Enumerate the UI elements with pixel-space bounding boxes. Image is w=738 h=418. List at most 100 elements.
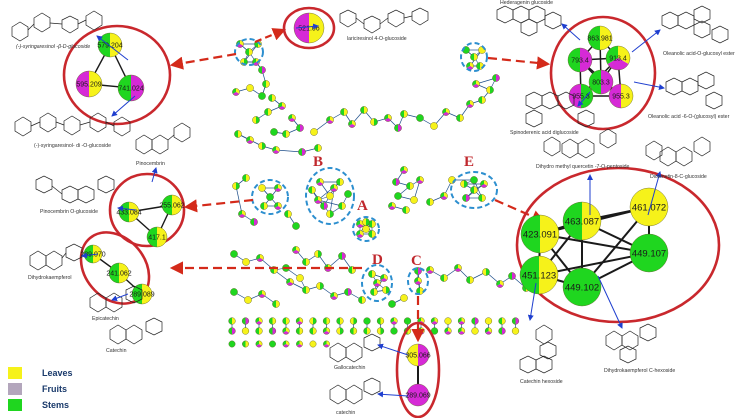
network-node — [296, 340, 303, 348]
label-catechin-d: Catechin — [106, 348, 127, 354]
network-node — [295, 317, 304, 325]
network-node — [316, 178, 324, 186]
network-node — [241, 327, 250, 335]
network-node — [416, 114, 424, 122]
network-node — [314, 144, 322, 152]
structure-gallocatechin — [329, 333, 381, 363]
inset-node-e-3: 423.091 — [520, 214, 560, 254]
network-node — [309, 340, 317, 348]
network-node — [486, 86, 494, 94]
structure-oleanolic-ester — [661, 5, 729, 44]
arrow-to-syringaresinol — [169, 52, 237, 70]
network-node — [498, 317, 506, 325]
network-node — [296, 124, 304, 132]
network-node — [309, 317, 317, 325]
network-node — [268, 327, 277, 335]
network-node — [245, 48, 253, 56]
network-node — [326, 116, 334, 124]
arrow-to-oleanolic — [487, 56, 551, 70]
network-node — [496, 280, 504, 288]
network-node — [296, 274, 304, 282]
inset-node-label: 241.062 — [106, 271, 131, 278]
network-node — [230, 288, 238, 296]
network-node — [262, 80, 270, 88]
inset-node-label: 913.4 — [609, 56, 627, 63]
network-node — [508, 272, 516, 280]
network-node — [338, 202, 346, 210]
network-node — [242, 174, 250, 182]
network-node — [272, 300, 280, 308]
structure-sketches — [11, 5, 729, 405]
network-node — [316, 282, 324, 290]
network-node — [476, 62, 484, 70]
network-node — [466, 276, 474, 284]
network-node — [230, 250, 238, 258]
network-node — [308, 186, 316, 194]
structure-dihydrokaempferol-glc — [605, 323, 657, 364]
label-spinoderienic: Spinoderenic acid diglucoside — [510, 130, 579, 136]
label-syringaresinol-di: (-)-syringaresinol- di -O-glucoside — [34, 143, 111, 149]
cluster-letter-b: B — [313, 154, 323, 170]
network-node — [394, 124, 402, 132]
network-node — [480, 180, 488, 188]
network-node — [326, 210, 334, 218]
network-node — [284, 210, 292, 218]
label-epicatechin: Epicatechin — [92, 316, 119, 322]
network-node — [388, 300, 396, 308]
network-node — [268, 94, 276, 102]
legend-swatch-fruits — [8, 383, 22, 395]
inset-node-oleanolic-1: 863.981 — [587, 25, 613, 51]
network-node — [492, 74, 500, 82]
network-node — [260, 202, 268, 210]
network-node — [255, 317, 263, 325]
network-node — [282, 317, 290, 325]
network-node — [370, 118, 378, 126]
network-node — [232, 88, 240, 96]
network-node — [349, 327, 358, 335]
network-node — [288, 114, 296, 122]
network-node — [400, 110, 408, 118]
inset-node-label: 451.123 — [522, 271, 556, 282]
inset-node-e-5: 451.123 — [519, 255, 559, 295]
network-node — [382, 286, 390, 294]
inset-node-d-2: 241.062 — [106, 262, 132, 284]
network-node — [228, 340, 236, 348]
network-node — [348, 266, 356, 274]
network-node — [330, 184, 338, 192]
network-node — [242, 340, 249, 348]
network-node — [360, 106, 368, 114]
network-node — [444, 317, 452, 325]
inset-node-label: 433.084 — [116, 210, 141, 217]
network-node — [390, 327, 398, 335]
inset-node-label: 955.3 — [612, 94, 630, 101]
network-node — [241, 317, 250, 325]
ellipse-cluster-e — [515, 166, 721, 324]
network-node — [426, 198, 434, 206]
network-node — [266, 193, 274, 201]
network-node — [392, 178, 400, 186]
dashed-circle-cluster-e — [450, 171, 498, 209]
network-node — [344, 288, 352, 296]
network-node — [466, 100, 474, 108]
structure-oleanolic-ester2 — [665, 71, 723, 110]
inset-node-label: 463.087 — [565, 217, 599, 228]
structure-spinoderienic — [525, 91, 595, 128]
network-node — [246, 136, 254, 144]
inset-node-label: 461.072 — [632, 203, 666, 214]
dashed-circle-oleanolic — [460, 42, 488, 72]
inset-node-label: 955.3 — [572, 94, 590, 101]
network-node — [295, 327, 304, 335]
network-node — [394, 192, 402, 200]
network-node — [457, 317, 466, 325]
inset-node-label: 595.209 — [76, 82, 101, 89]
inset-node-pinocembrin-2: 255.062 — [159, 194, 185, 216]
inset-node-label: 793.4 — [571, 58, 589, 65]
network-node — [460, 180, 468, 188]
network-node — [368, 230, 376, 238]
network-node — [320, 202, 328, 210]
network-node — [344, 190, 352, 198]
label-lariciresinol: lariciresinol 4-O-glucoside — [347, 36, 407, 42]
network-node — [358, 296, 366, 304]
label-syringaresinol-beta: (-)-syringaresinol -β-D-glucoside — [16, 44, 90, 50]
